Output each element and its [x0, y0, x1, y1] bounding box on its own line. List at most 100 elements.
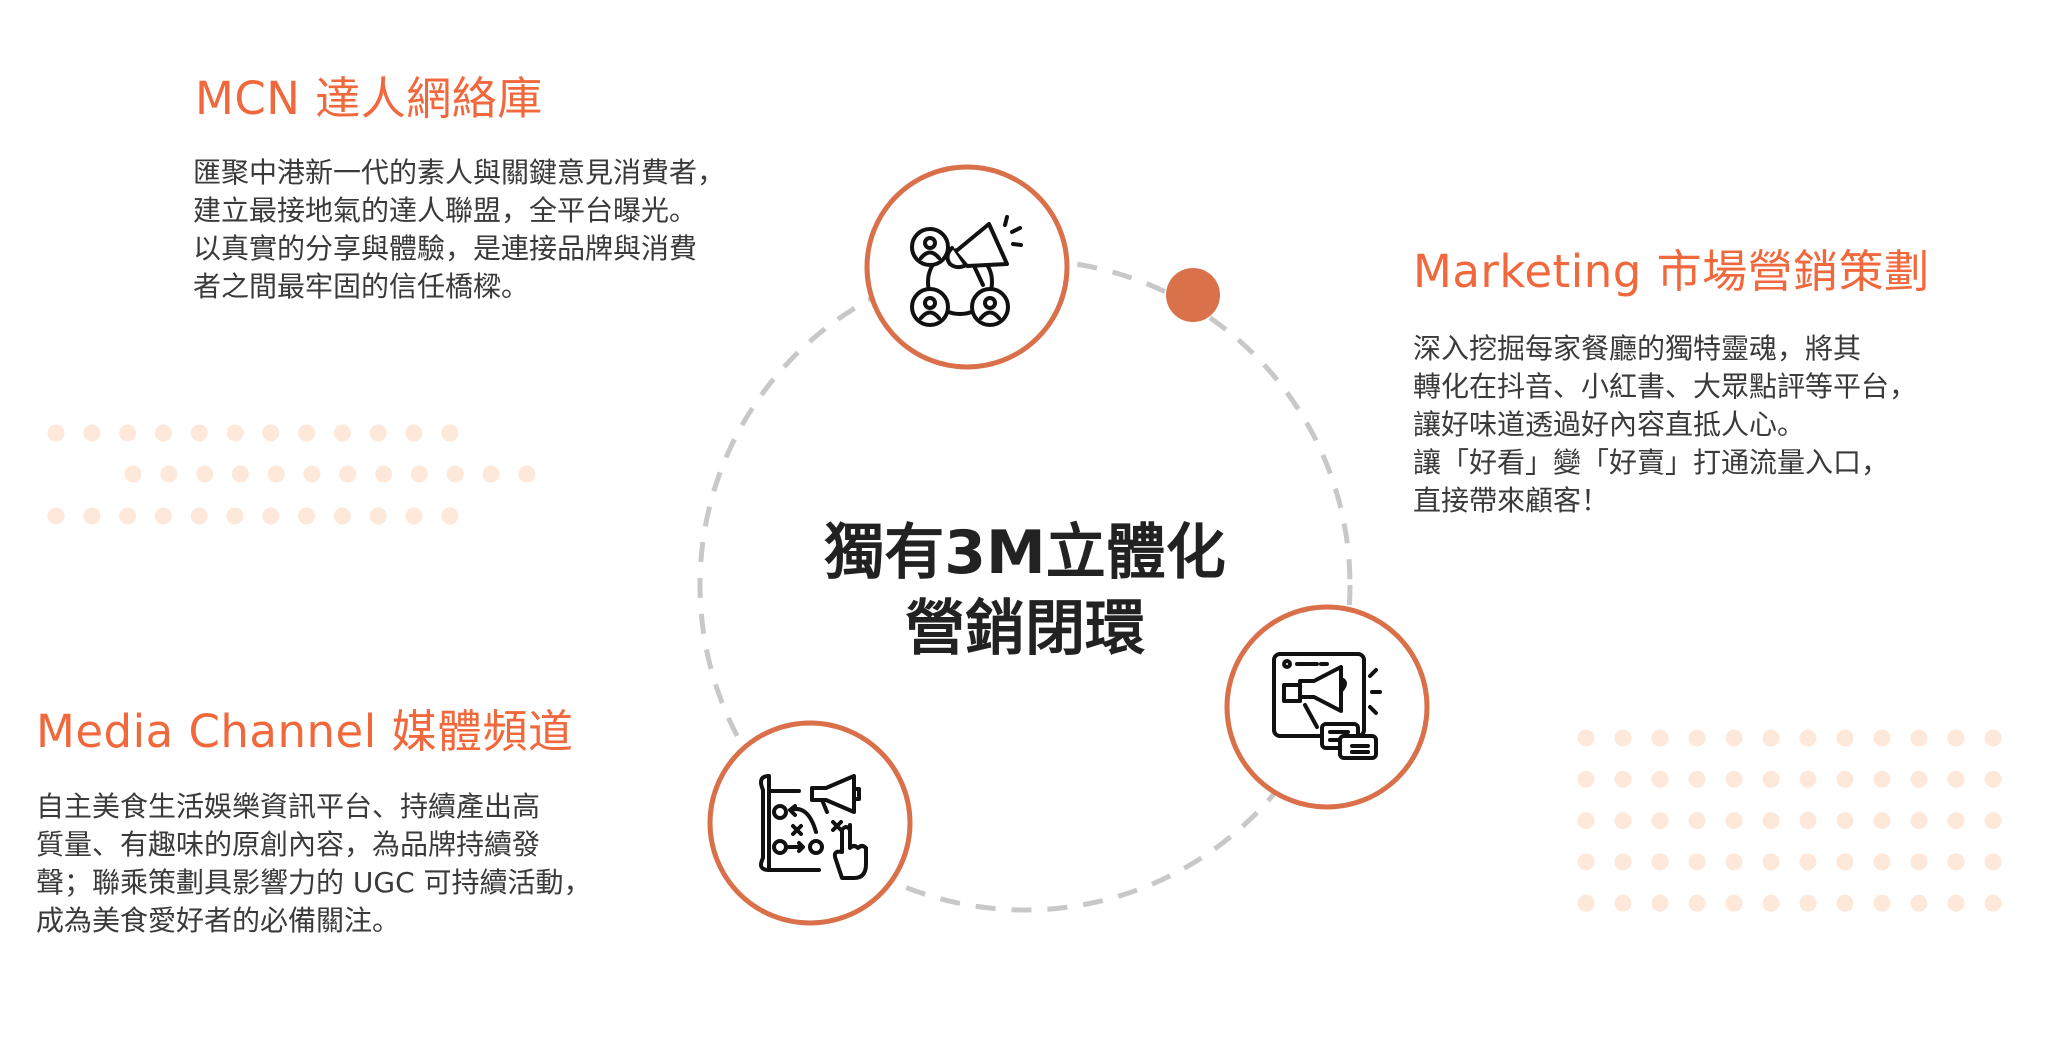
mcn-section-description: 匯聚中港新一代的素人與關鍵意見消費者， 建立最接地氣的達人聯盟，全平台曝光。 以… [193, 154, 725, 306]
pattern-dot [262, 424, 280, 442]
pattern-dot [1873, 894, 1891, 912]
pattern-dot [1577, 894, 1595, 912]
pattern-dot [1651, 853, 1669, 871]
pattern-dot [1836, 853, 1854, 871]
pattern-dot [298, 507, 316, 525]
pattern-dot [226, 424, 244, 442]
media-description-line: 聲；聯乘策劃具影響力的 UGC 可持續活動， [36, 866, 592, 899]
pattern-dot [1799, 812, 1817, 830]
pattern-dot [1947, 853, 1965, 871]
pattern-dot [1614, 770, 1632, 788]
strategy-plan-megaphone-icon [759, 774, 868, 880]
pattern-dot [1947, 812, 1965, 830]
marketing-description-line: 直接帶來顧客！ [1413, 484, 1610, 517]
pattern-dot [1614, 812, 1632, 830]
pattern-dot [1984, 770, 2002, 788]
pattern-dot [1836, 729, 1854, 747]
pattern-dot [1873, 853, 1891, 871]
pattern-dot [1614, 853, 1632, 871]
pattern-dot [1688, 770, 1706, 788]
media-description-line: 成為美食愛好者的必備關注。 [36, 904, 401, 937]
center-title-line: 獨有3M立體化 [824, 518, 1226, 588]
pattern-dot [1947, 729, 1965, 747]
pattern-dot [1836, 894, 1854, 912]
pattern-dot [1910, 812, 1928, 830]
pattern-dot [1688, 729, 1706, 747]
pattern-dot [1614, 894, 1632, 912]
pattern-dot [1984, 729, 2002, 747]
pattern-dot [1910, 729, 1928, 747]
marketing-section-title: Marketing 市場營銷策劃 [1413, 245, 1930, 298]
web-megaphone-chat-icon [1272, 652, 1382, 760]
progress-dot [1166, 268, 1220, 322]
pattern-dot [1799, 729, 1817, 747]
decorative-dot-pattern-left [47, 424, 536, 525]
pattern-dot [124, 465, 142, 483]
pattern-dot [1651, 894, 1669, 912]
pattern-dot [1688, 894, 1706, 912]
pattern-dot [47, 507, 65, 525]
pattern-dot [1762, 894, 1780, 912]
pattern-dot [1725, 770, 1743, 788]
pattern-dot [190, 507, 208, 525]
pattern-dot [83, 424, 101, 442]
pattern-dot [154, 507, 172, 525]
mcn-section-title: MCN 達人網絡庫 [195, 72, 543, 125]
mcn-description-line: 匯聚中港新一代的素人與關鍵意見消費者， [193, 156, 726, 189]
pattern-dot [1725, 729, 1743, 747]
pattern-dot [303, 465, 321, 483]
media-section-title: Media Channel 媒體頻道 [36, 705, 574, 758]
media-description-line: 質量、有趣味的原創內容，為品牌持續發 [36, 828, 541, 861]
pattern-dot [482, 465, 500, 483]
pattern-dot [1873, 812, 1891, 830]
pattern-dot [1984, 853, 2002, 871]
pattern-dot [1947, 770, 1965, 788]
pattern-dot [1762, 729, 1780, 747]
pattern-dot [339, 465, 357, 483]
pattern-dot [1577, 729, 1595, 747]
influencer-network-megaphone-icon [910, 215, 1023, 327]
mcn-description-line: 者之間最牢固的信任橋樑。 [193, 270, 530, 303]
marketing-description-line: 讓「好看」變「好賣」打通流量入口， [1413, 446, 1890, 479]
marketing-section-description: 深入挖掘每家餐廳的獨特靈魂，將其 轉化在抖音、小紅書、大眾點評等平台， 讓好味道… [1413, 330, 1917, 520]
pattern-dot [298, 424, 316, 442]
marketing-description-line: 深入挖掘每家餐廳的獨特靈魂，將其 [1413, 332, 1862, 365]
marketing-description-line: 讓好味道透過好內容直抵人心。 [1413, 408, 1806, 441]
pattern-dot [262, 507, 280, 525]
marketing-description-line: 轉化在抖音、小紅書、大眾點評等平台， [1413, 370, 1918, 403]
pattern-dot [333, 507, 351, 525]
pattern-dot [1725, 894, 1743, 912]
pattern-dot [1725, 812, 1743, 830]
pattern-dot [1762, 853, 1780, 871]
pattern-dot [1799, 894, 1817, 912]
mcn-description-line: 建立最接地氣的達人聯盟，全平台曝光。 [193, 194, 698, 227]
pattern-dot [1984, 894, 2002, 912]
pattern-dot [441, 424, 459, 442]
pattern-dot [1910, 894, 1928, 912]
pattern-dot [1836, 812, 1854, 830]
pattern-dot [196, 465, 214, 483]
pattern-dot [1577, 812, 1595, 830]
media-description-line: 自主美食生活娛樂資訊平台、持續產出高 [36, 790, 541, 823]
pattern-dot [119, 424, 137, 442]
pattern-dot [410, 465, 428, 483]
mcn-description-line: 以真實的分享與體驗，是連接品牌與消費 [193, 232, 698, 265]
pattern-dot [375, 465, 393, 483]
pattern-dot [1614, 729, 1632, 747]
pattern-dot [1799, 770, 1817, 788]
pattern-dot [1873, 770, 1891, 788]
pattern-dot [369, 424, 387, 442]
pattern-dot [1725, 853, 1743, 871]
pattern-dot [226, 507, 244, 525]
pattern-dot [119, 507, 137, 525]
pattern-dot [446, 465, 464, 483]
pattern-dot [518, 465, 536, 483]
pattern-dot [160, 465, 178, 483]
pattern-dot [1688, 853, 1706, 871]
pattern-dot [154, 424, 172, 442]
pattern-dot [1984, 812, 2002, 830]
pattern-dot [267, 465, 285, 483]
center-title: 獨有3M立體化 營銷閉環 [760, 515, 1290, 667]
pattern-dot [47, 424, 65, 442]
pattern-dot [405, 507, 423, 525]
